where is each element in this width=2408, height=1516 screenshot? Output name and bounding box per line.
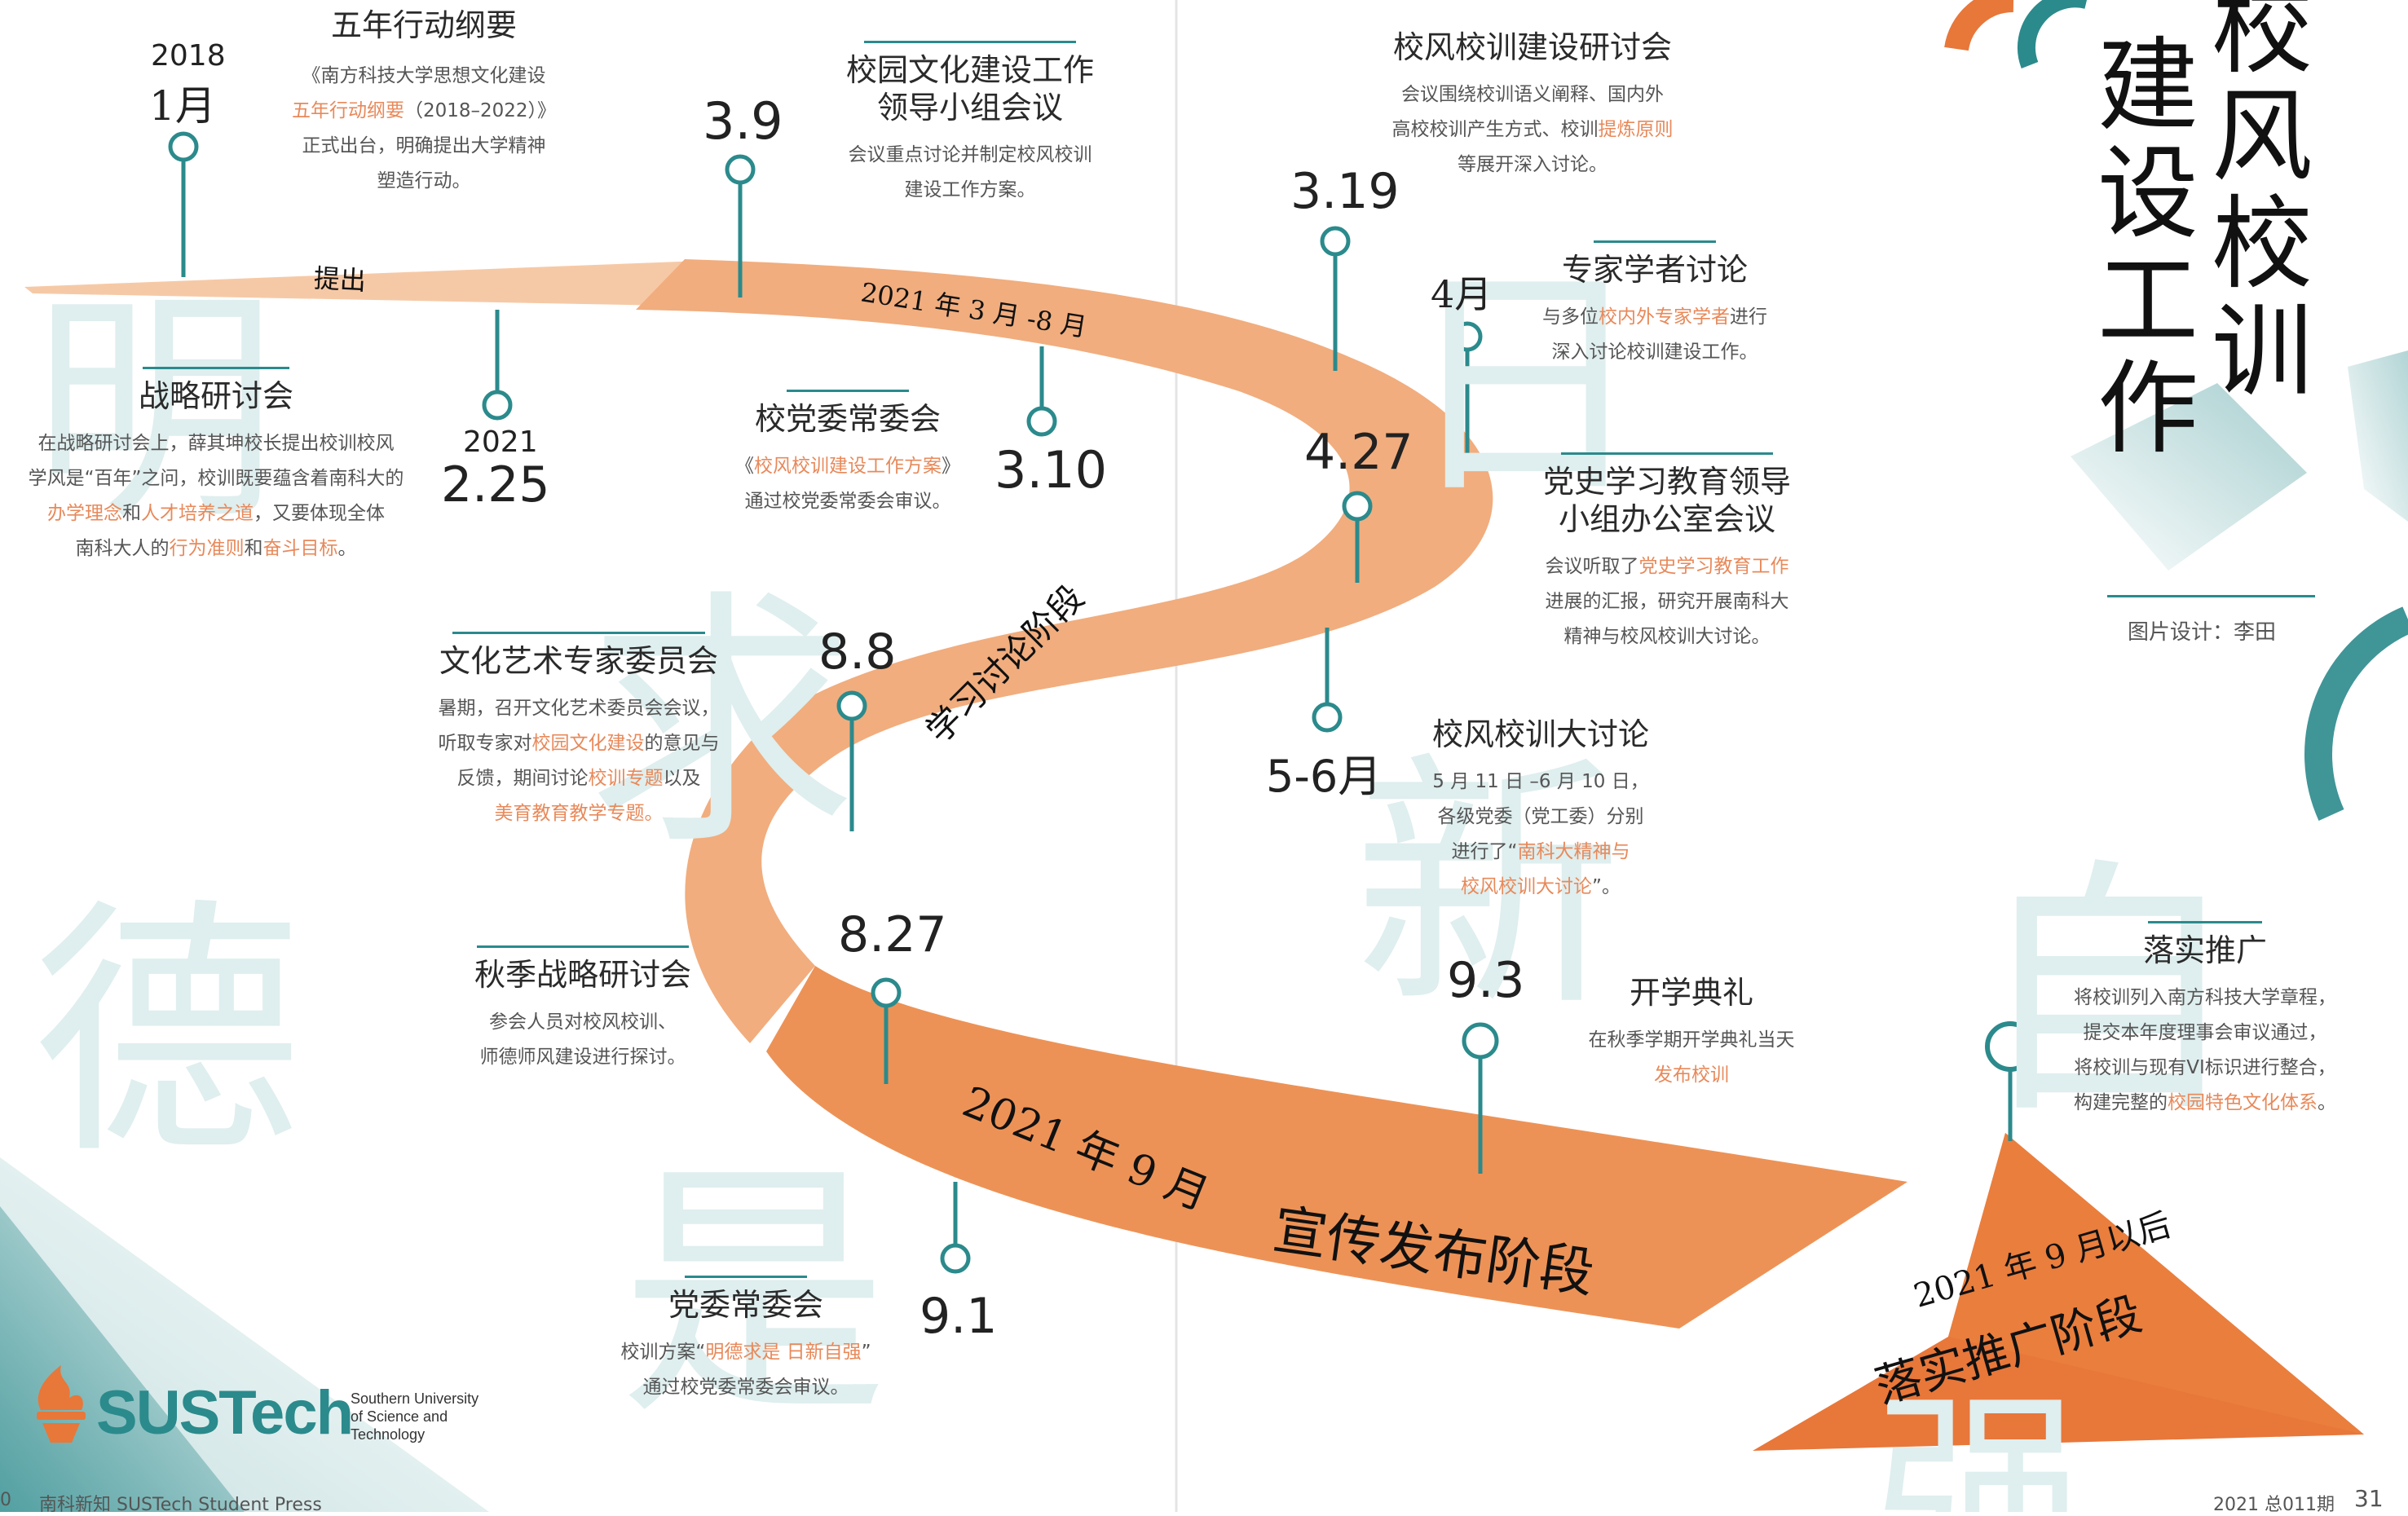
- watermark-char: 德: [33, 877, 302, 1190]
- logo-subtitle: Southern University of Science and Techn…: [351, 1390, 479, 1443]
- event-discussion: 校风校训大讨论 5 月 11 日 –6 月 10 日， 各级党委（党工委）分别 …: [1402, 716, 1679, 905]
- pin-8-8: [836, 690, 867, 721]
- page-title-col2: 建设工作: [2097, 28, 2199, 468]
- event-title: 专家学者讨论: [1561, 252, 1748, 288]
- date-day: 2.25: [441, 456, 550, 513]
- event-title: 党委常委会: [668, 1287, 823, 1323]
- date-5-6: 5-6月: [1266, 751, 1383, 802]
- event-title: 五年行动纲要: [330, 7, 517, 43]
- watermark-char: 自: [1973, 836, 2242, 1149]
- event-outline: 五年行动纲要 《南方科技大学思想文化建设 五年行动纲要（2018–2022）》 …: [261, 7, 587, 199]
- designer-credit: 图片设计：李田: [2128, 620, 2277, 645]
- pin-5-6: [1312, 702, 1343, 733]
- timeline-pins: [168, 131, 2035, 1274]
- date-month: 1月: [149, 82, 216, 130]
- right-page-number: 31: [2354, 1485, 2384, 1512]
- sustech-logo-icon: [24, 1361, 98, 1451]
- event-seminar: 校风校训建设研讨会 会议围绕校训语义阐释、国内外 高校校训产生方式、校训提炼原则…: [1369, 29, 1696, 183]
- date-9-3: 9.3: [1447, 952, 1525, 1009]
- watermark-char: 明: [33, 268, 277, 553]
- teal-arc-decoration: [2018, 0, 2087, 68]
- logo-wordmark: SUSTech: [96, 1378, 354, 1448]
- event-title: 落实推广: [2142, 932, 2267, 968]
- title-rule: [2107, 595, 2315, 597]
- page-title-col1: 校风校训: [2211, 0, 2313, 411]
- pin-3-19: [1320, 226, 1351, 257]
- date-year: 2021: [463, 425, 538, 459]
- road-segment-publish: [766, 966, 1907, 1329]
- date-year: 2018: [151, 39, 226, 73]
- event-title: 校风校训建设研讨会: [1392, 29, 1672, 65]
- pin-implement: [1985, 1021, 2035, 1072]
- road-segment-propose: [24, 261, 701, 306]
- watermark-char: 日: [1402, 244, 1647, 528]
- right-footer-issue: 2021 总011期: [2213, 1495, 2335, 1515]
- watermark-char: 强: [1875, 1371, 2087, 1512]
- event-title: 党史学习教育领导: [1542, 464, 1791, 500]
- date-3-10: 3.10: [995, 440, 1108, 500]
- left-page-number: 0: [0, 1490, 11, 1510]
- event-title: 校园文化建设工作: [845, 52, 1094, 88]
- pin-8-27: [871, 977, 902, 1008]
- orange-arc-decoration: [1944, 0, 2014, 51]
- event-title: 秋季战略研讨会: [474, 957, 691, 993]
- date-8-8: 8.8: [818, 624, 897, 681]
- pin-3-9: [725, 154, 756, 185]
- event-arts-committee: 文化艺术专家委员会 暑期，召开文化艺术委员会会议， 听取专家对校园文化建设的意见…: [424, 632, 734, 831]
- date-4: 4月: [1431, 272, 1493, 316]
- teal-ring-decoration: [2304, 606, 2408, 821]
- event-party-history: 党史学习教育领导 小组办公室会议 会议听取了党史学习教育工作 进展的汇报，研究开…: [1533, 452, 1802, 654]
- event-standing-committee: 校党委常委会 《校风校训建设工作方案》 通过校党委常委会审议。: [717, 390, 978, 519]
- date-3-19: 3.19: [1290, 163, 1400, 220]
- event-title: 开学典礼: [1629, 975, 1753, 1011]
- event-title: 战略研讨会: [138, 378, 293, 414]
- date-3-9: 3.9: [703, 91, 783, 151]
- event-implement: 落实推广 将校训列入南方科技大学章程， 提交本年度理事会审议通过， 将校训与现有…: [2054, 921, 2356, 1121]
- stage-propose-label: 提出: [312, 262, 367, 297]
- event-title: 校风校训大讨论: [1431, 716, 1649, 752]
- diamond-decoration: [2071, 383, 2307, 571]
- pin-9-1: [940, 1243, 971, 1274]
- event-culture-group: 校园文化建设工作 领导小组会议 会议重点讨论并制定校风校训 建设工作方案。: [815, 41, 1125, 208]
- event-title: 文化艺术专家委员会: [439, 643, 718, 679]
- date-9-1: 9.1: [920, 1288, 998, 1345]
- event-title: 校党委常委会: [754, 401, 941, 437]
- watermark-char: 新: [1353, 730, 1622, 1043]
- pin-9-3: [1462, 1022, 1499, 1060]
- watermark-char: 是: [620, 1138, 889, 1451]
- event-opening: 开学典礼 在秋季学期开学典礼当天 发布校训: [1565, 974, 1818, 1093]
- watermark-char: 求: [587, 567, 856, 880]
- event-experts: 专家学者讨论 与多位校内外专家学者进行 深入讨论校训建设工作。: [1524, 240, 1785, 370]
- left-footer-text: 南科新知 SUSTech Student Press: [39, 1495, 322, 1515]
- event-strategy: 战略研讨会 在战略研讨会上，薛其坤校长提出校训校风 学风是“百年”之问，校训既要…: [8, 367, 424, 566]
- pin-2018-1: [168, 131, 199, 162]
- pin-4: [1452, 321, 1483, 352]
- pin-3-10: [1026, 406, 1057, 437]
- date-4-27: 4.27: [1304, 424, 1413, 481]
- event-party-committee: 党委常委会 校训方案“明德求是 日新自强” 通过校党委常委会审议。: [595, 1276, 897, 1405]
- pin-2021-2-25: [482, 390, 513, 421]
- event-autumn-strategy: 秋季战略研讨会 参会人员对校风校训、 师德师风建设进行探讨。: [465, 945, 701, 1075]
- pin-4-27: [1342, 491, 1373, 522]
- road-segment-study: [636, 259, 1493, 1043]
- date-8-27: 8.27: [838, 906, 947, 963]
